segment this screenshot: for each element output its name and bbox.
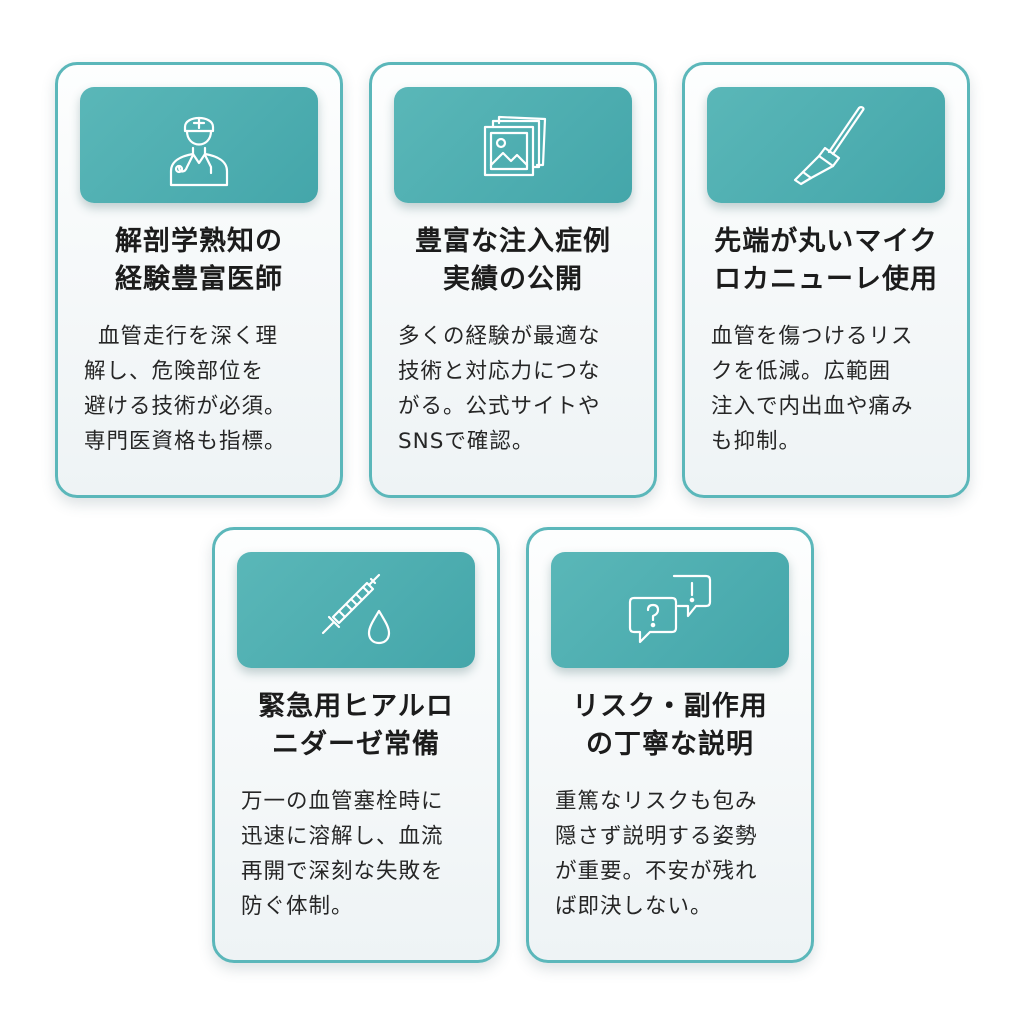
card-description-line: 重篤なリスクも包み: [555, 789, 758, 814]
card-title: 解剖学熟知の 経験豊富医師: [70, 223, 328, 299]
card-header: [394, 87, 632, 203]
card-description-line: 多くの経験が最適な: [398, 324, 601, 349]
card-title-line: 緊急用ヒアルロ: [258, 691, 454, 722]
card-header: [237, 552, 475, 668]
card-title: 豊富な注入症例 実績の公開: [384, 223, 642, 299]
card-header: [707, 87, 945, 203]
card-description-line: 隠さず説明する姿勢: [555, 824, 758, 849]
card-description-line: 避ける技術が必須。: [84, 394, 287, 419]
card-risk-explanation: リスク・副作用 の丁寧な説明 重篤なリスクも包み 隠さず説明する姿勢 が重要。不…: [526, 527, 814, 963]
card-header: [80, 87, 318, 203]
card-description-line: 注入で内出血や痛み: [711, 394, 914, 419]
card-case-records: 豊富な注入症例 実績の公開 多くの経験が最適な 技術と対応力につな がる。公式サ…: [369, 62, 657, 498]
card-title-line: 先端が丸いマイク: [714, 226, 938, 257]
card-title: 緊急用ヒアルロ ニダーゼ常備: [227, 688, 485, 764]
card-description-line: 専門医資格も指標。: [84, 429, 287, 454]
card-description: 血管走行を深く理 解し、危険部位を 避ける技術が必須。 専門医資格も指標。: [84, 319, 328, 459]
card-description-line: SNSで確認。: [398, 429, 535, 454]
card-description-line: ば即決しない。: [555, 894, 713, 919]
cannula-icon: [793, 106, 865, 186]
doctor-icon: [169, 116, 229, 187]
card-title-line: 解剖学熟知の: [115, 226, 283, 257]
card-title-line: 豊富な注入症例: [415, 226, 611, 257]
card-description-line: 血管走行を深く理: [98, 324, 279, 349]
card-description-line: がる。公式サイトや: [398, 394, 601, 419]
card-title: リスク・副作用 の丁寧な説明: [541, 688, 799, 764]
card-description: 血管を傷つけるリス クを低減。広範囲 注入で内出血や痛み も抑制。: [711, 319, 955, 459]
card-header: [551, 552, 789, 668]
card-experienced-doctor: 解剖学熟知の 経験豊富医師 血管走行を深く理 解し、危険部位を 避ける技術が必須…: [55, 62, 343, 498]
card-description-line: クを低減。広範囲: [711, 359, 892, 384]
card-description-line: も抑制。: [711, 429, 802, 454]
card-description: 多くの経験が最適な 技術と対応力につな がる。公式サイトや SNSで確認。: [398, 319, 642, 459]
card-description-line: 迅速に溶解し、血流: [241, 824, 444, 849]
card-title-line: ロカニューレ使用: [714, 264, 938, 295]
card-title-line: の丁寧な説明: [586, 729, 754, 760]
card-description-line: 解し、危険部位を: [84, 359, 265, 384]
card-title: 先端が丸いマイク ロカニューレ使用: [697, 223, 955, 299]
card-description: 万一の血管塞栓時に 迅速に溶解し、血流 再開で深刻な失敗を 防ぐ体制。: [241, 784, 485, 924]
card-description-line: が重要。不安が残れ: [555, 859, 758, 884]
card-description-line: 防ぐ体制。: [241, 894, 354, 919]
speech-bubbles-icon: [628, 574, 712, 644]
photos-icon: [483, 115, 547, 177]
card-description: 重篤なリスクも包み 隠さず説明する姿勢 が重要。不安が残れ ば即決しない。: [555, 784, 799, 924]
card-micro-cannula: 先端が丸いマイク ロカニューレ使用 血管を傷つけるリス クを低減。広範囲 注入で…: [682, 62, 970, 498]
card-hyaluronidase: 緊急用ヒアルロ ニダーゼ常備 万一の血管塞栓時に 迅速に溶解し、血流 再開で深刻…: [212, 527, 500, 963]
card-description-line: 技術と対応力につな: [398, 359, 601, 384]
card-title-line: 経験豊富医師: [115, 264, 283, 295]
syringe-drop-icon: [321, 573, 391, 645]
card-description-line: 万一の血管塞栓時に: [241, 789, 444, 814]
card-title-line: リスク・副作用: [572, 691, 768, 722]
card-title-line: ニダーゼ常備: [272, 729, 440, 760]
card-description-line: 再開で深刻な失敗を: [241, 859, 444, 884]
card-title-line: 実績の公開: [443, 264, 583, 295]
card-description-line: 血管を傷つけるリス: [711, 324, 914, 349]
